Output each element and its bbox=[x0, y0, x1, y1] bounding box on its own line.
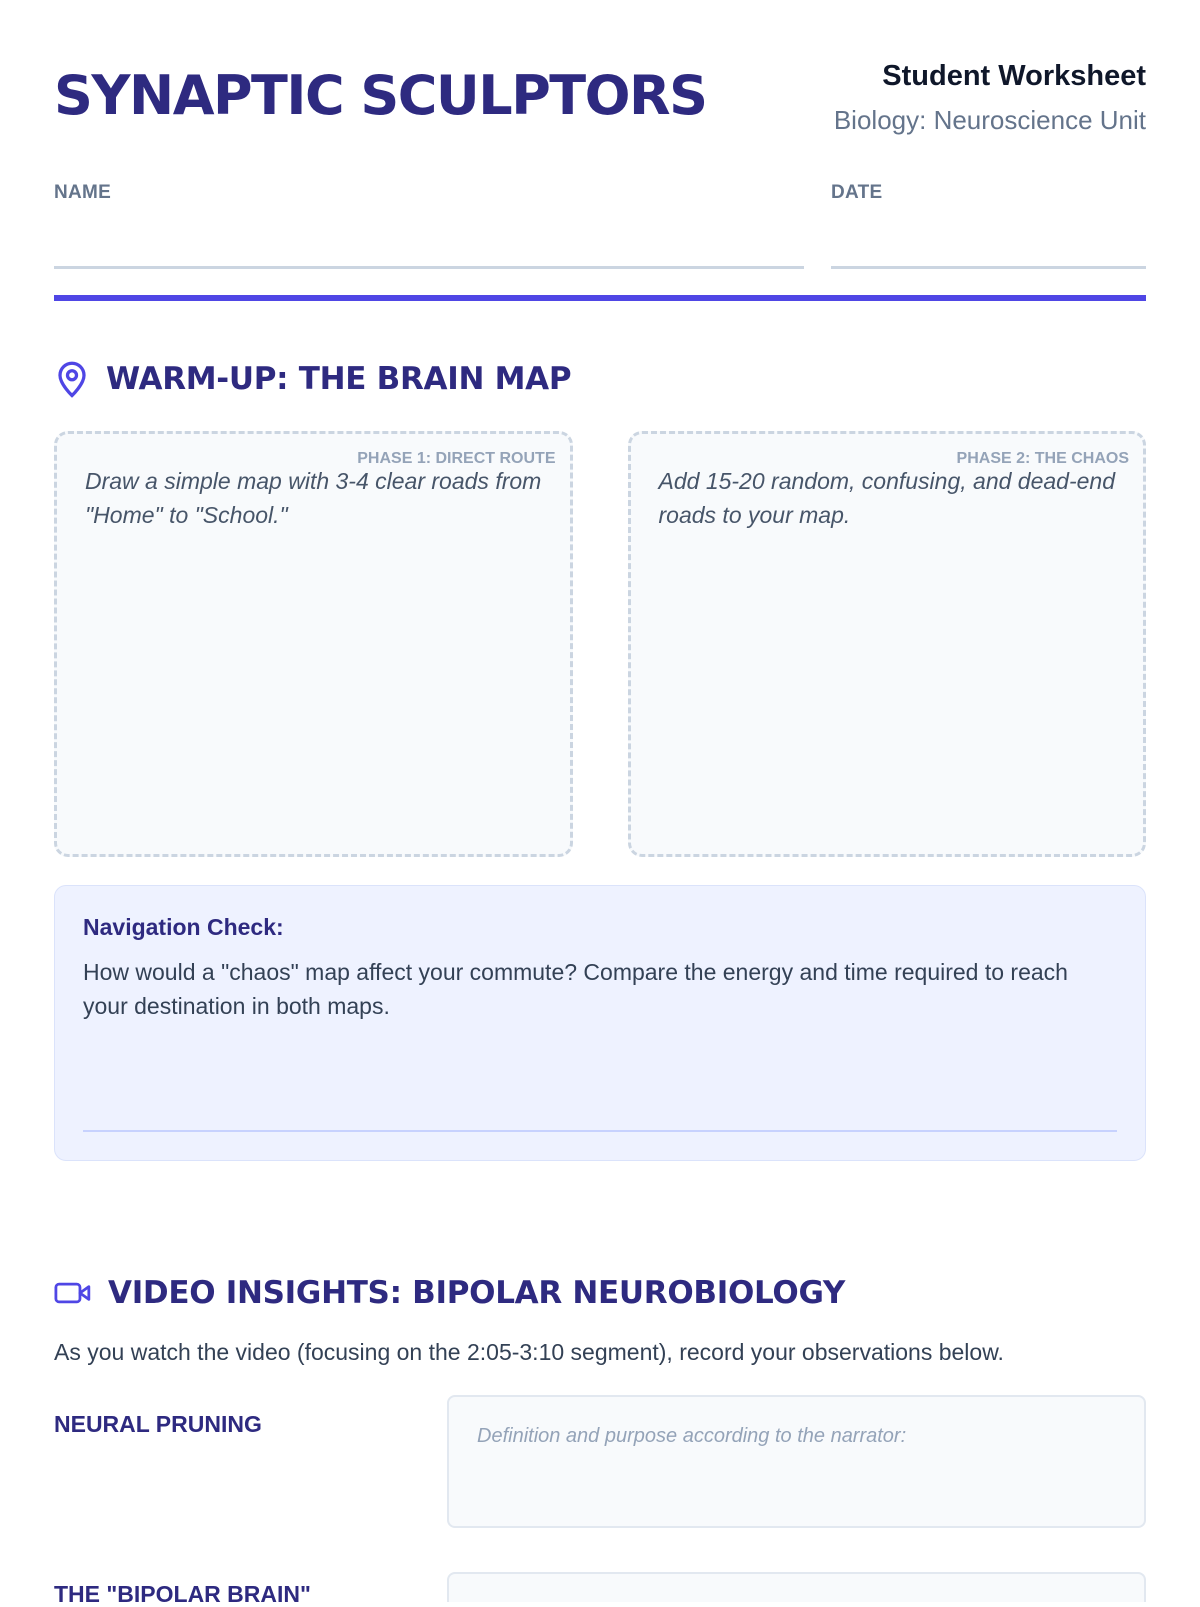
answer-line[interactable] bbox=[83, 1130, 1117, 1132]
date-field[interactable]: DATE bbox=[831, 182, 1146, 269]
header-divider bbox=[54, 295, 1146, 301]
observation-answer-box[interactable] bbox=[447, 1572, 1146, 1602]
observation-row: THE "BIPOLAR BRAIN" bbox=[54, 1572, 1146, 1606]
video-intro: As you watch the video (focusing on the … bbox=[54, 1339, 1004, 1365]
phase1-instructions: Draw a simple map with 3-4 clear roads f… bbox=[85, 468, 542, 528]
observation-answer-box[interactable]: Definition and purpose according to the … bbox=[447, 1395, 1146, 1528]
phase2-drawing-box[interactable]: PHASE 2: THE CHAOS Add 15-20 random, con… bbox=[627, 431, 1146, 857]
phase2-instructions: Add 15-20 random, confusing, and dead-en… bbox=[658, 468, 1116, 528]
unit-label: Biology: Neuroscience Unit bbox=[833, 105, 1146, 135]
phase1-drawing-box[interactable]: PHASE 1: DIRECT ROUTE Draw a simple map … bbox=[54, 431, 573, 857]
observation-label: NEURAL PRUNING bbox=[54, 1411, 262, 1437]
warmup-heading: WARM-UP: THE BRAIN MAP bbox=[54, 359, 1146, 399]
date-label: DATE bbox=[831, 182, 883, 203]
navigation-check-question: How would a "chaos" map affect your comm… bbox=[83, 959, 1068, 1019]
name-label: NAME bbox=[54, 182, 112, 203]
navigation-check-heading: Navigation Check: bbox=[83, 914, 284, 940]
worksheet-label: Student Worksheet bbox=[882, 60, 1146, 92]
name-field[interactable]: NAME bbox=[54, 182, 804, 269]
video-camera-icon bbox=[54, 1282, 91, 1304]
header-meta: Student Worksheet Biology: Neuroscience … bbox=[834, 58, 1146, 136]
video-heading: VIDEO INSIGHTS: BIPOLAR NEUROBIOLOGY bbox=[54, 1273, 1146, 1313]
warmup-title: WARM-UP: THE BRAIN MAP bbox=[106, 361, 572, 397]
student-fields: NAME DATE bbox=[54, 182, 1146, 269]
worksheet-title: SYNAPTIC SCULPTORS bbox=[54, 64, 708, 127]
name-input-line[interactable] bbox=[54, 203, 804, 269]
map-drawing-areas: PHASE 1: DIRECT ROUTE Draw a simple map … bbox=[54, 431, 1146, 857]
date-input-line[interactable] bbox=[831, 203, 1146, 269]
navigation-check-card: Navigation Check: How would a "chaos" ma… bbox=[54, 885, 1146, 1161]
header: SYNAPTIC SCULPTORS Student Worksheet Bio… bbox=[54, 58, 1146, 136]
phase1-label: PHASE 1: DIRECT ROUTE bbox=[357, 450, 556, 467]
video-title: VIDEO INSIGHTS: BIPOLAR NEUROBIOLOGY bbox=[108, 1275, 846, 1311]
observation-label: THE "BIPOLAR BRAIN" bbox=[54, 1581, 311, 1607]
observation-row: NEURAL PRUNING Definition and purpose ac… bbox=[54, 1395, 1146, 1528]
map-pin-icon bbox=[58, 361, 86, 398]
phase2-label: PHASE 2: THE CHAOS bbox=[956, 450, 1129, 467]
